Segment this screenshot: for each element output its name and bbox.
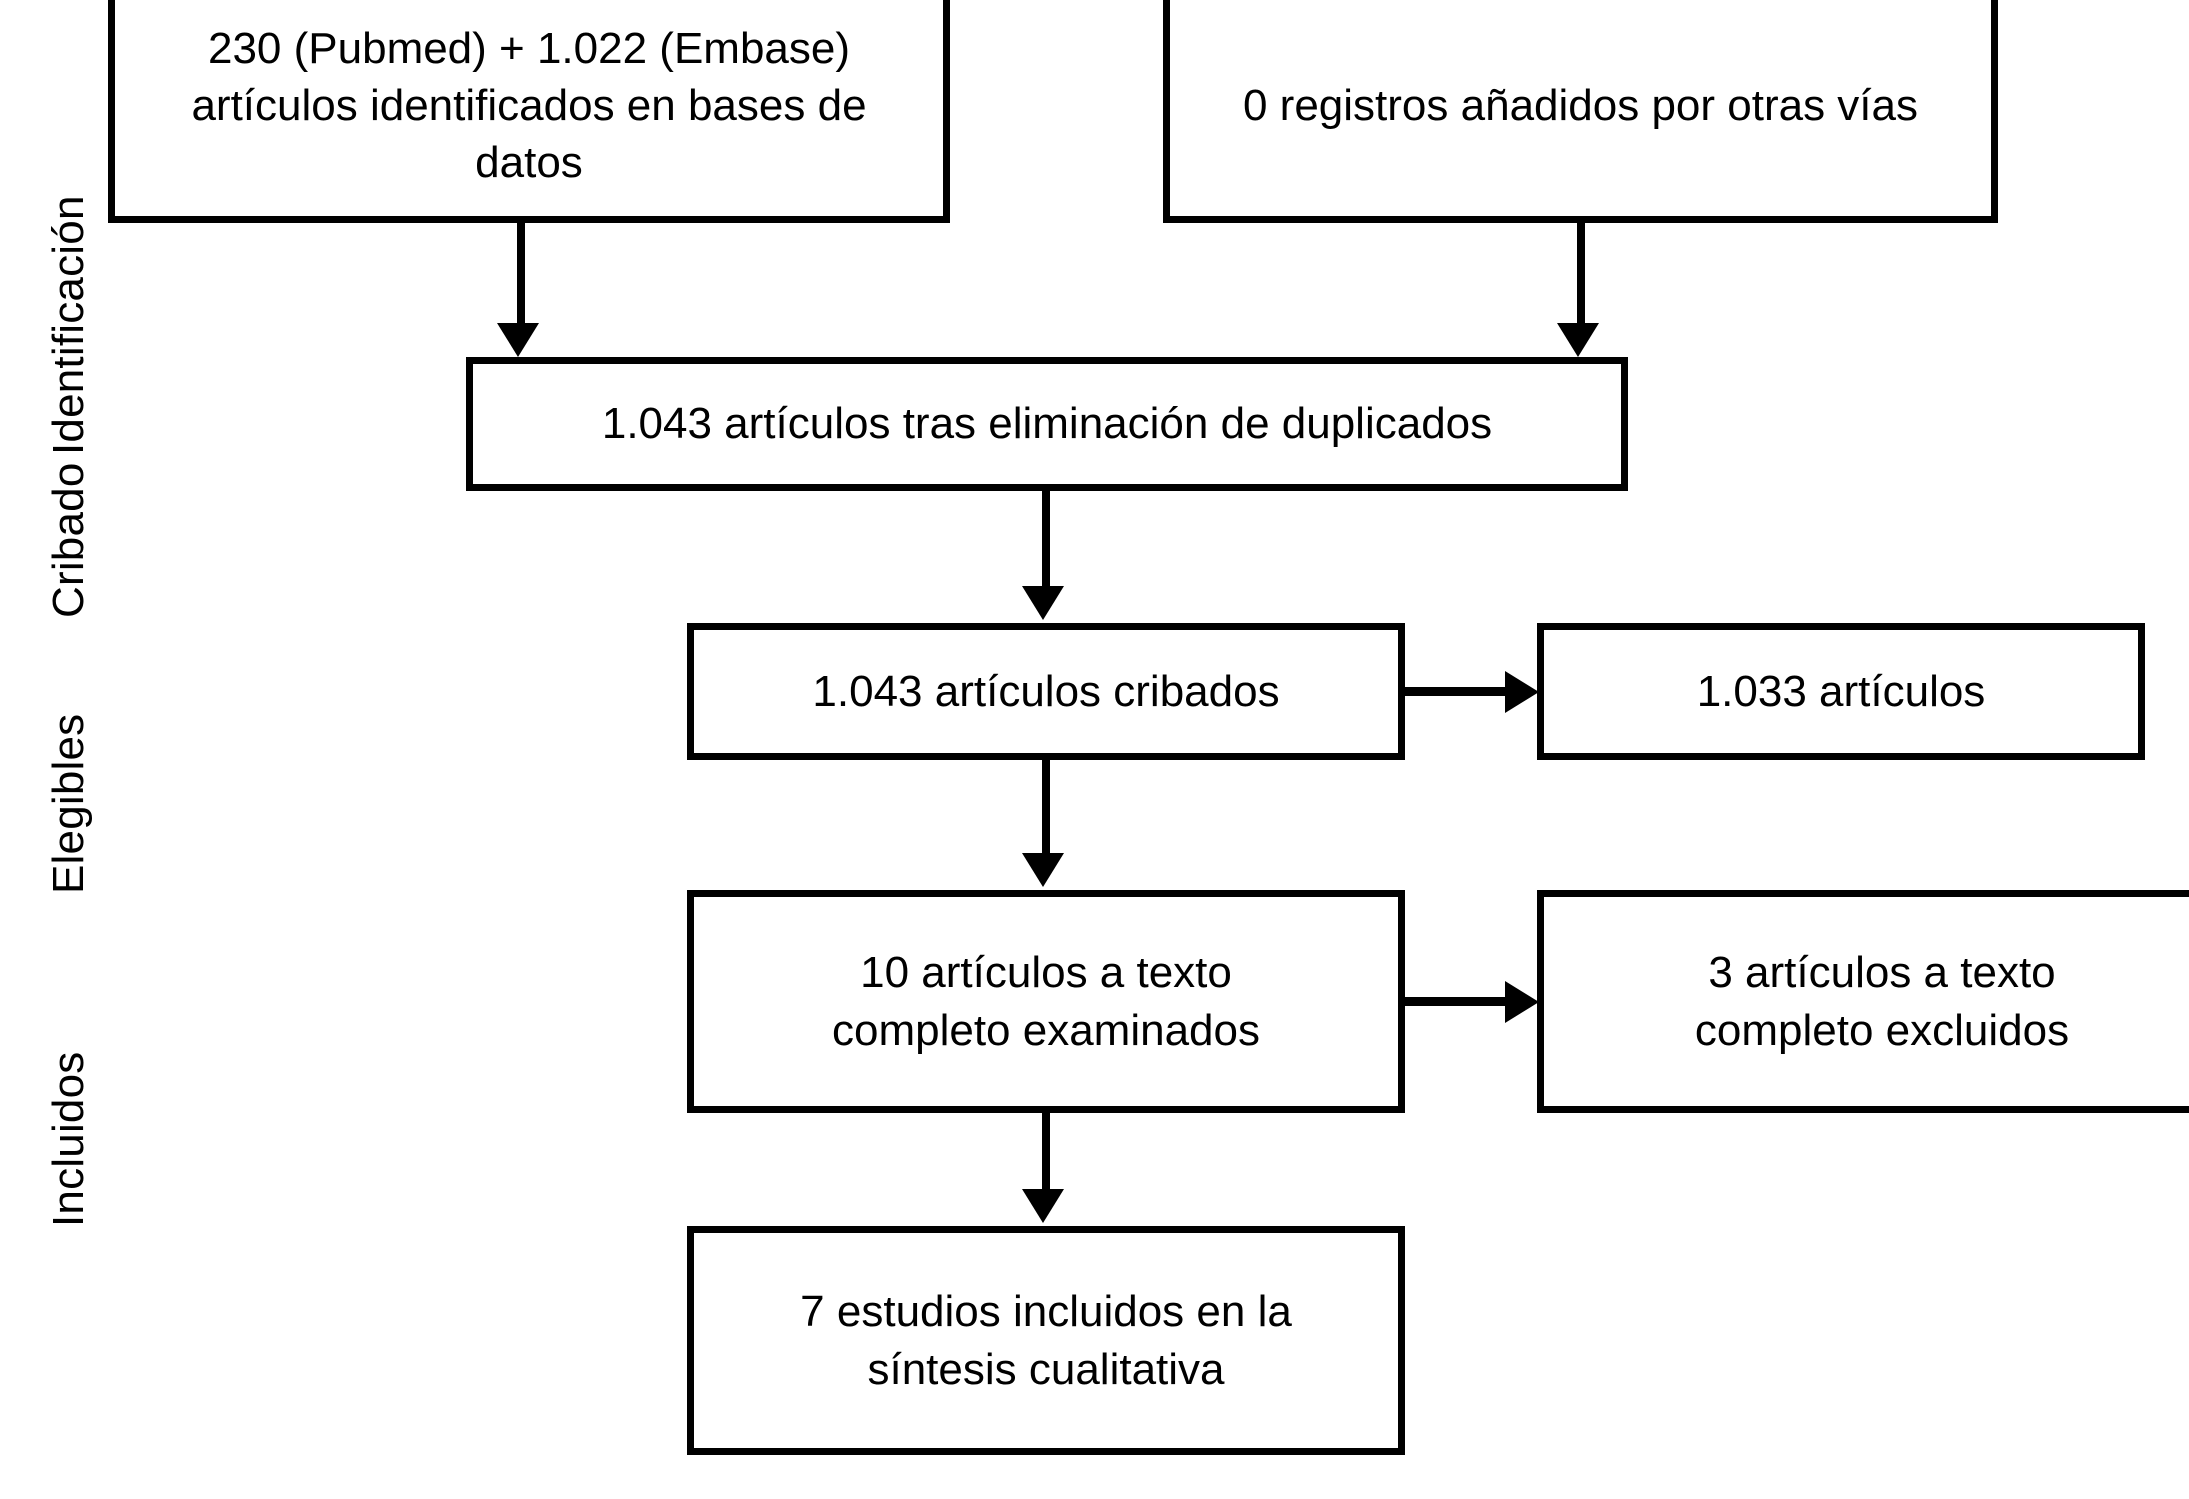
connector-screened-to-excluded-line: [1405, 687, 1509, 696]
box-fulltext-assessed-text: 10 artículos a texto completo examinados: [831, 948, 1260, 1055]
box-studies-included-text: 7 estudios incluidos en la síntesis cual…: [800, 1287, 1292, 1394]
box-records-after-duplicates-text: 1.043 artículos tras eliminación de dupl…: [601, 399, 1493, 449]
box-fulltext-assessed: 10 artículos a texto completo examinados: [687, 890, 1405, 1113]
connector-screened-to-fulltext-line: [1042, 760, 1050, 857]
box-records-excluded-text: 1.033 artículos: [1696, 666, 1986, 716]
box-records-other-sources: 0 registros añadidos por otras vías: [1163, 0, 1998, 223]
box-records-screened: 1.043 artículos cribados: [687, 623, 1405, 760]
connector-other-sources-to-duplicates-arrowhead: [1557, 323, 1599, 357]
connector-screened-to-fulltext-arrowhead: [1022, 853, 1064, 887]
box-records-screened-text: 1.043 artículos cribados: [812, 666, 1280, 716]
connector-fulltext-to-included-arrowhead: [1022, 1189, 1064, 1223]
connector-fulltext-to-included-line: [1042, 1113, 1050, 1193]
box-records-databases-text: 230 (Pubmed) + 1.022 (Embase) artículos …: [191, 23, 867, 188]
connector-fulltext-to-excluded-line: [1405, 997, 1509, 1006]
connector-duplicates-to-screened-line: [1042, 491, 1050, 590]
stage-label-incluidos: Incluidos: [44, 1051, 93, 1227]
box-records-other-sources-text: 0 registros añadidos por otras vías: [1242, 80, 1919, 130]
connector-screened-to-excluded-arrowhead: [1505, 671, 1539, 713]
box-records-excluded: 1.033 artículos: [1537, 623, 2145, 760]
stage-label-elegibles: Elegibles: [44, 713, 93, 894]
connector-databases-to-duplicates-line: [517, 223, 525, 327]
box-fulltext-excluded: 3 artículos a texto completo excluidos: [1537, 890, 2189, 1113]
connector-databases-to-duplicates-arrowhead: [497, 323, 539, 357]
box-studies-included: 7 estudios incluidos en la síntesis cual…: [687, 1226, 1405, 1455]
connector-duplicates-to-screened-arrowhead: [1022, 586, 1064, 620]
box-records-after-duplicates: 1.043 artículos tras eliminación de dupl…: [466, 357, 1628, 491]
stage-label-cribado: Cribado: [44, 462, 93, 619]
connector-fulltext-to-excluded-arrowhead: [1505, 981, 1539, 1023]
box-records-databases: 230 (Pubmed) + 1.022 (Embase) artículos …: [108, 0, 950, 223]
connector-other-sources-to-duplicates-line: [1577, 223, 1585, 327]
box-fulltext-excluded-text: 3 artículos a texto completo excluidos: [1694, 948, 2070, 1055]
stage-label-identificacion: Identificación: [44, 195, 93, 455]
